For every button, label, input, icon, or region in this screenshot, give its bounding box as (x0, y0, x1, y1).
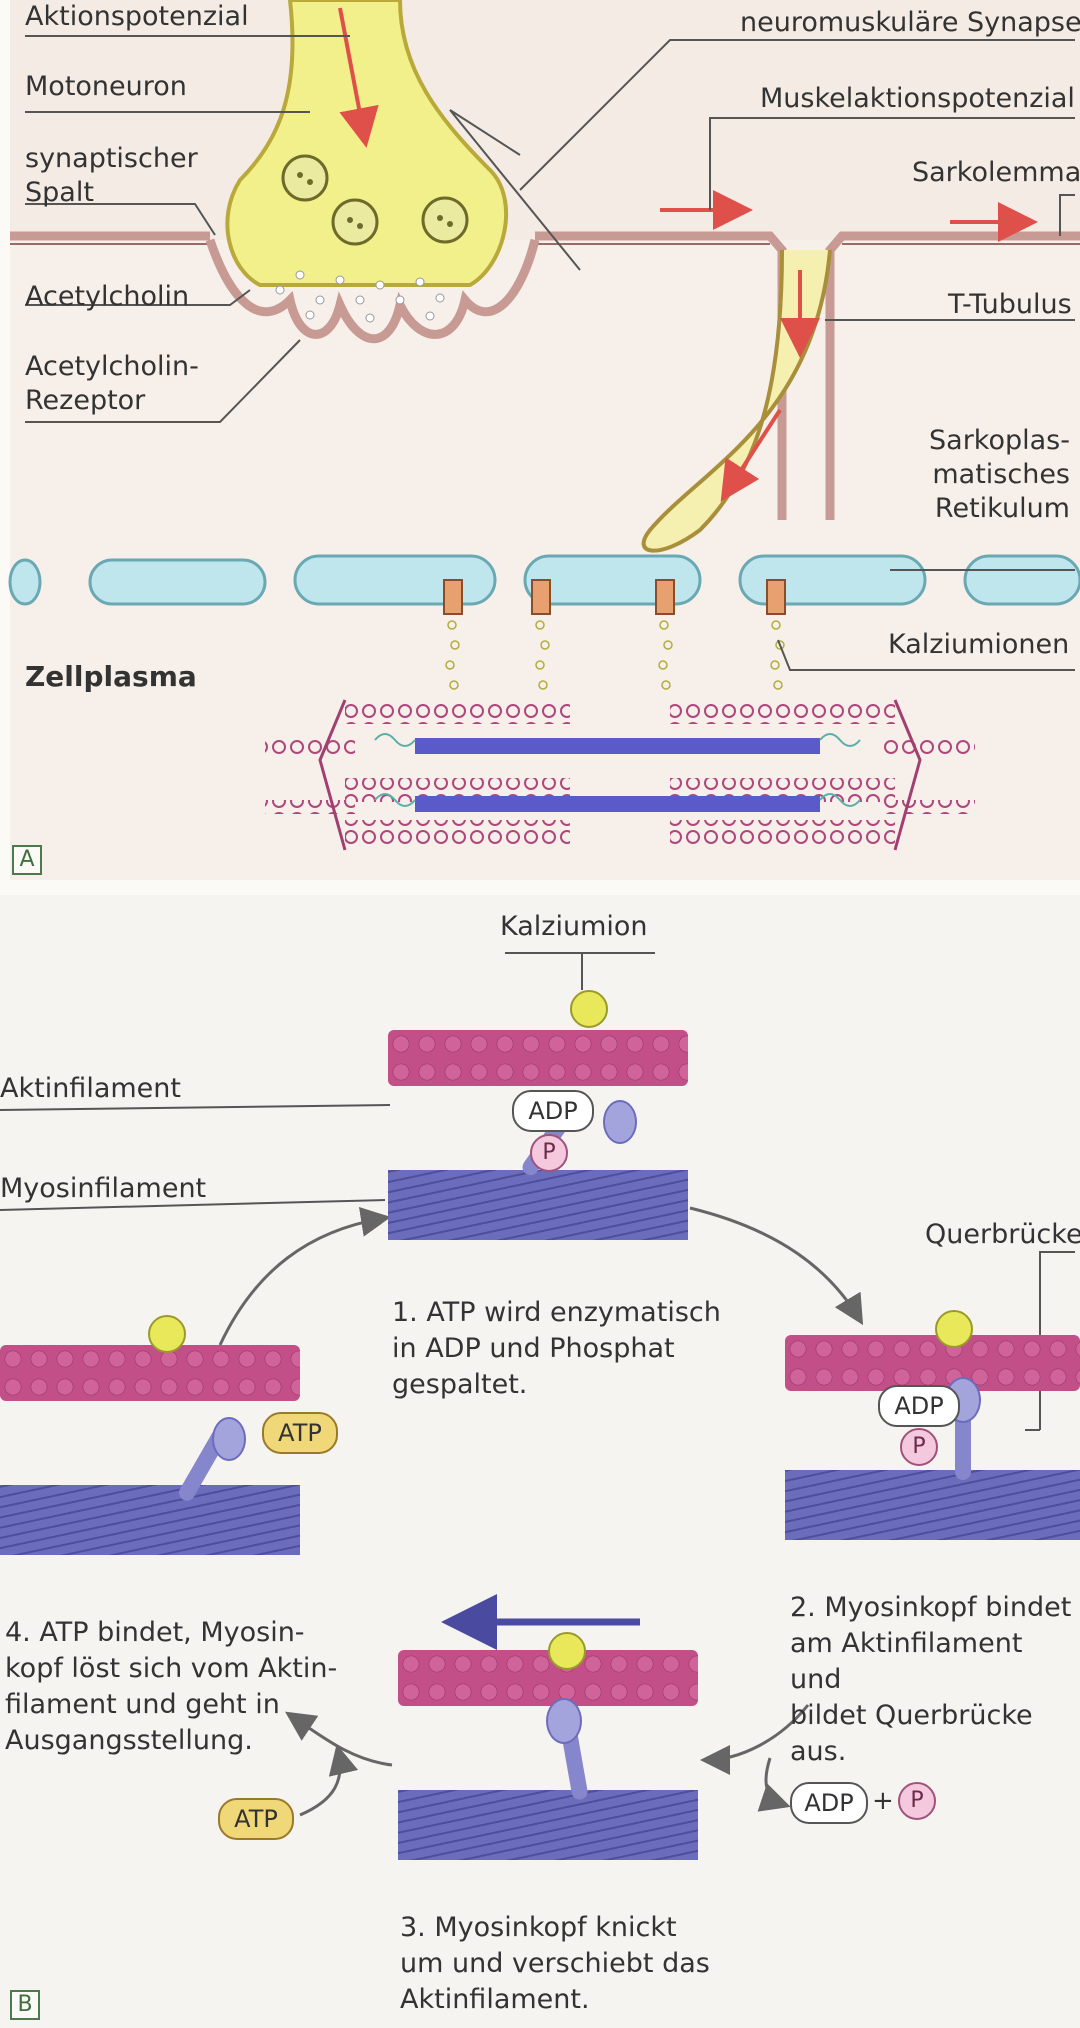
phosphate-tag-output: P (898, 1782, 936, 1820)
calcium-ion-2 (935, 1310, 973, 1348)
phosphate-tag-step-1: P (530, 1134, 568, 1172)
step-2-text: 2. Myosinkopf bindet am Aktinfilament un… (790, 1592, 1072, 1767)
myosin-head (546, 1698, 582, 1744)
myosin-filament (0, 1485, 300, 1555)
step-4-text: 4. ATP bindet, Myosin- kopf löst sich vo… (5, 1617, 338, 1756)
myosin-filament (785, 1470, 1080, 1540)
plus-sign: + (872, 1786, 894, 1816)
actin-filament (398, 1650, 698, 1706)
tile-step-2 (785, 1335, 1080, 1575)
label-kalziumion: Kalziumion (500, 911, 648, 942)
label-aktinfilament: Aktinfilament (0, 1073, 181, 1104)
tile-step-4 (0, 1345, 300, 1595)
label-t-tubulus: T-Tubulus (948, 289, 1072, 320)
step-1-text: 1. ATP wird enzymatisch in ADP und Phosp… (392, 1297, 721, 1400)
label-motoneuron: Motoneuron (25, 71, 187, 102)
myosin-filament (388, 1170, 688, 1240)
label-zellplasma: Zellplasma (25, 660, 197, 693)
label-synaptischer-spalt: synaptischer Spalt (25, 143, 198, 208)
label-sarkolemma: Sarkolemma (912, 157, 1080, 188)
label-acetylcholin: Acetylcholin (25, 281, 190, 312)
actin-filament (785, 1335, 1080, 1391)
panel-a (8, 0, 1080, 880)
panel-b-tag: B (10, 1990, 40, 2020)
actin-filament (388, 1030, 688, 1086)
myosin-neck (955, 1405, 971, 1480)
tile-step-3 (398, 1650, 698, 1890)
calcium-ion-3 (548, 1632, 586, 1670)
atp-tag-input: ATP (218, 1798, 294, 1840)
label-querbruecke: Querbrücke (925, 1219, 1080, 1250)
tile-step-1 (388, 1030, 688, 1280)
calcium-ion-4 (148, 1315, 186, 1353)
calcium-ion-1 (570, 990, 608, 1028)
phosphate-tag-step-2: P (900, 1428, 938, 1466)
panel-a-tag: A (12, 845, 42, 875)
label-myosinfilament: Myosinfilament (0, 1173, 207, 1204)
myosin-head (603, 1100, 637, 1144)
step-3-text: 3. Myosinkopf knickt um und verschiebt d… (400, 1912, 710, 2015)
label-sarkoplasmatisches-retikulum: Sarkoplas- matisches Retikulum (929, 425, 1070, 524)
label-muskelaktionspotenzial: Muskelaktionspotenzial (760, 83, 1075, 114)
label-acetylcholin-rezeptor: Acetylcholin- Rezeptor (25, 351, 199, 416)
atp-tag-step-4: ATP (262, 1412, 338, 1454)
label-aktionspotenzial: Aktionspotenzial (25, 1, 249, 32)
myosin-head (212, 1417, 246, 1461)
sarkomer (265, 699, 975, 851)
adp-tag-step-2: ADP (878, 1385, 960, 1427)
actin-filament (0, 1345, 300, 1401)
myosin-filament (398, 1790, 698, 1860)
synaptic-folds (205, 238, 540, 344)
adp-tag-step-1: ADP (512, 1090, 594, 1132)
adp-tag-output: ADP (790, 1782, 868, 1824)
label-neuromuskulaere-synapse: neuromuskuläre Synapse (740, 7, 1080, 38)
label-kalziumionen: Kalziumionen (888, 629, 1070, 660)
